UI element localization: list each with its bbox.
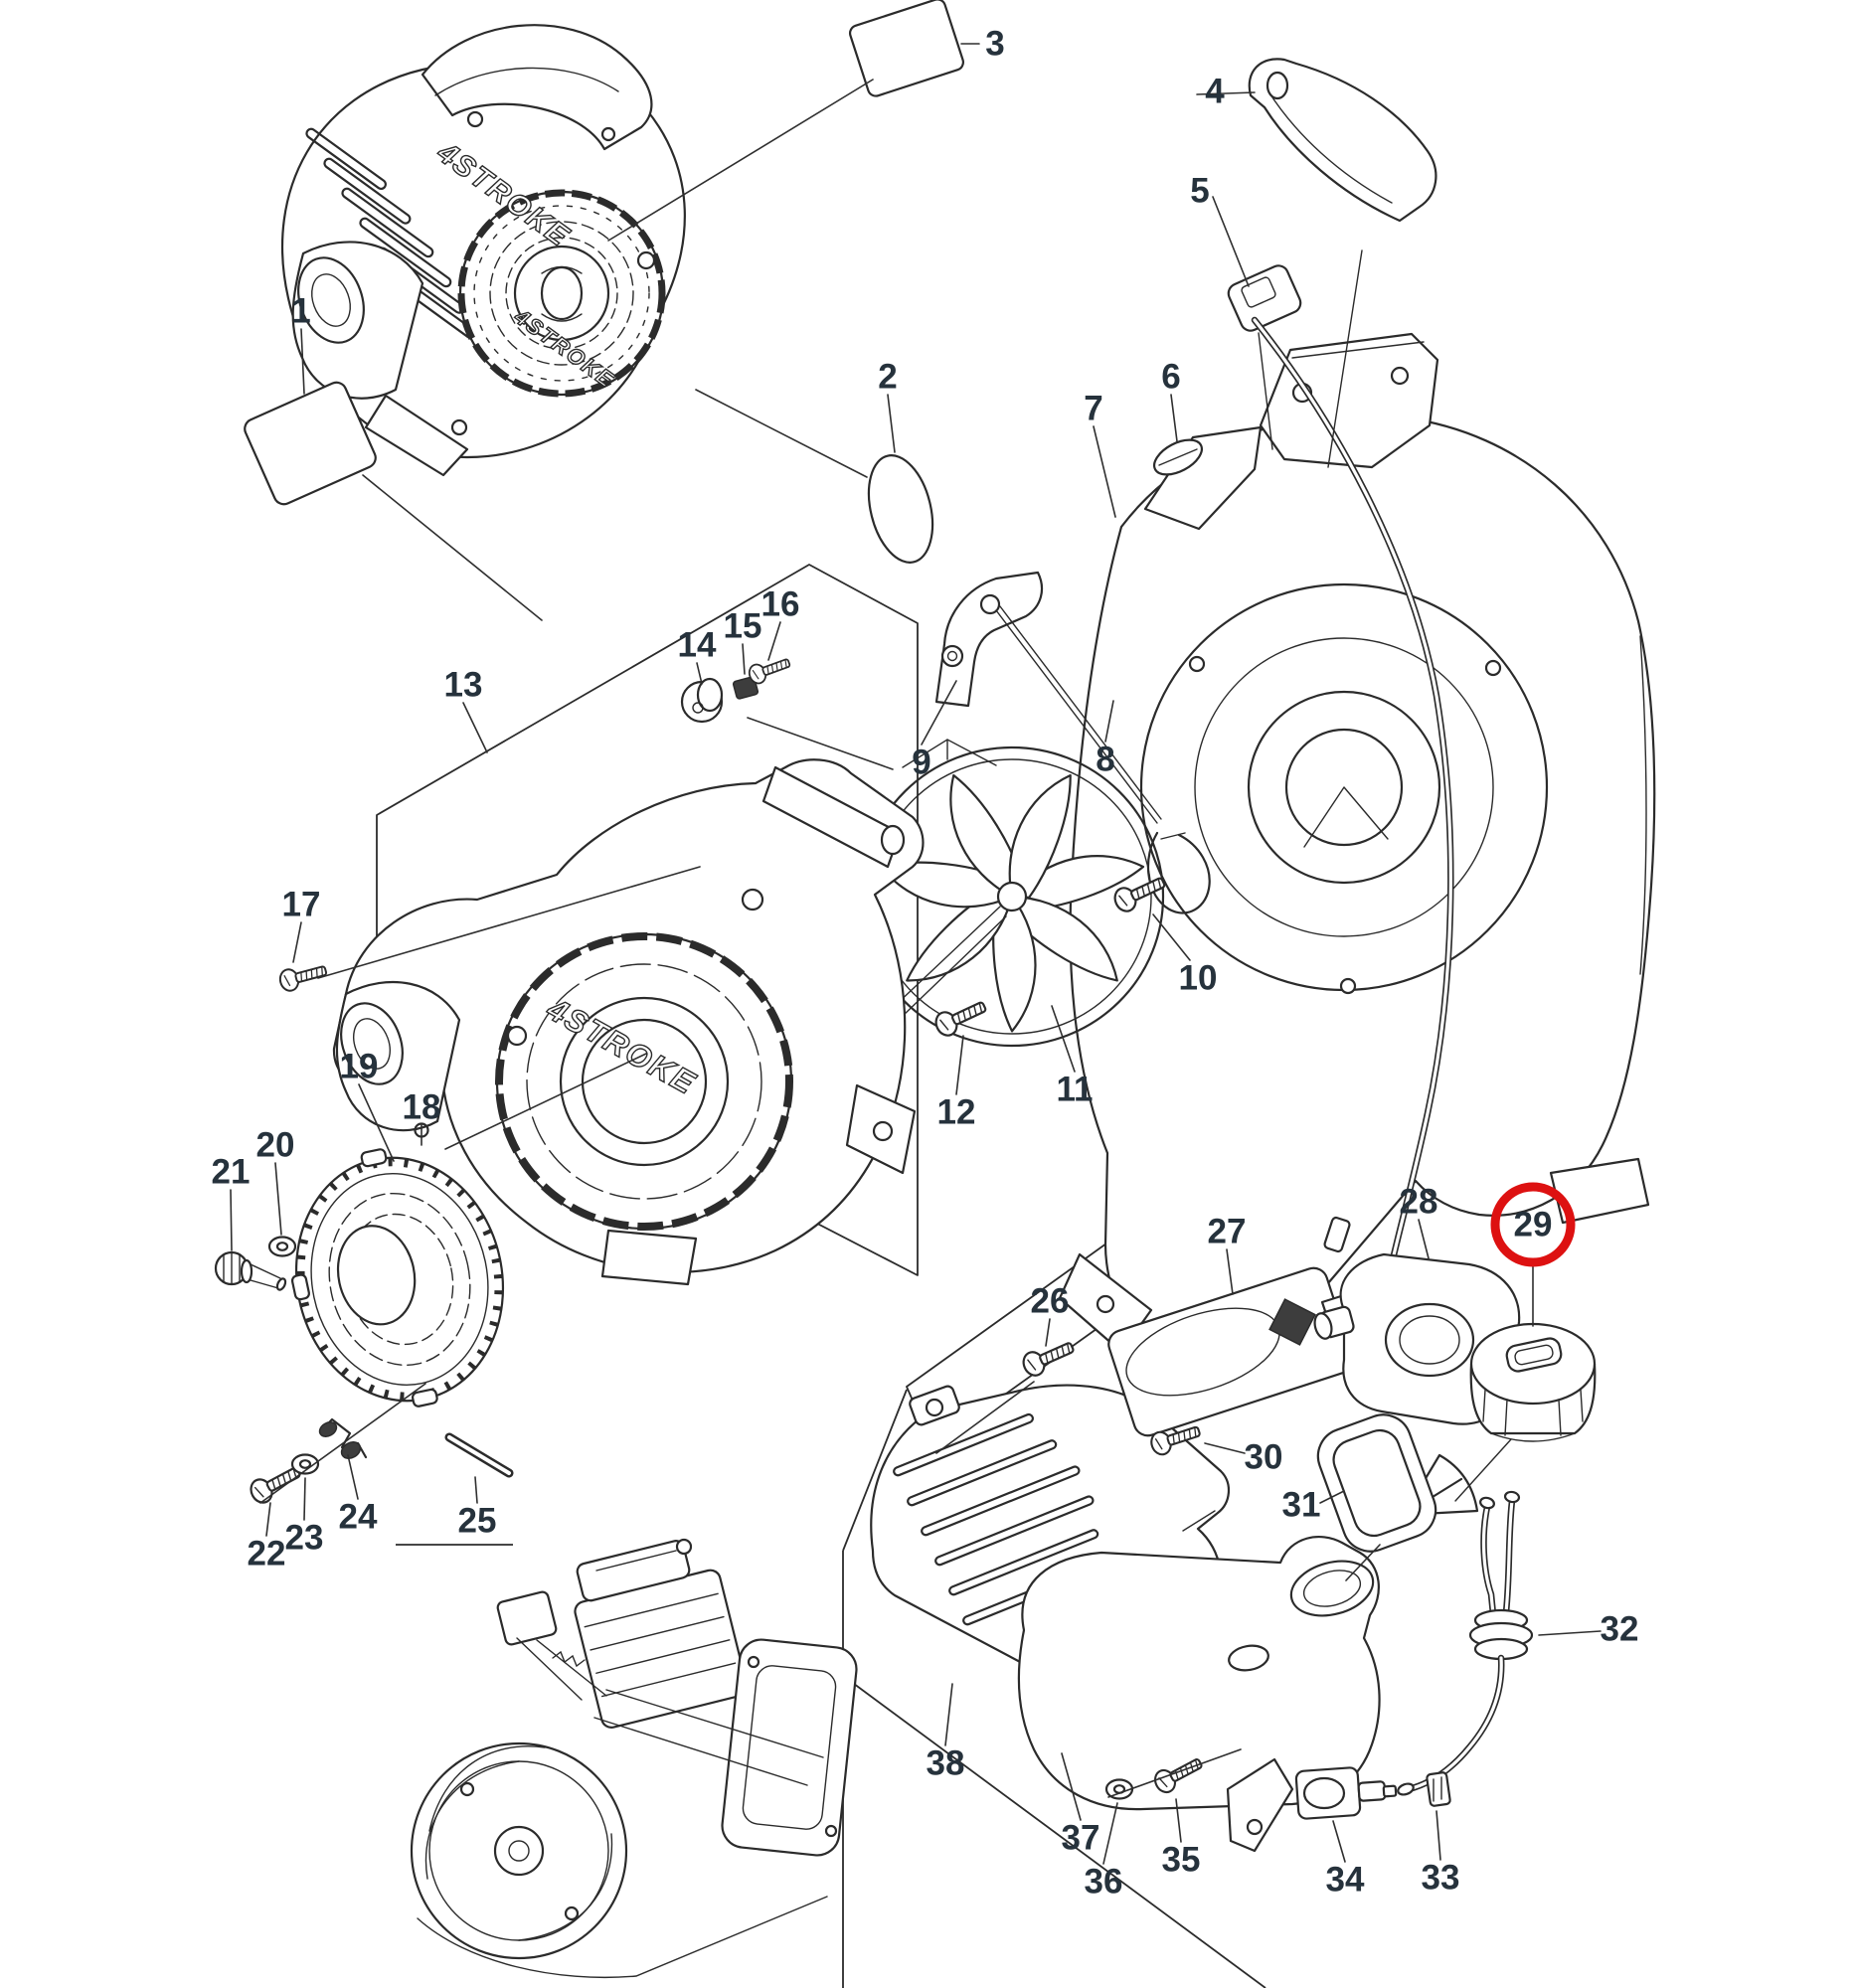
part-label-17: 17 — [282, 886, 321, 924]
part-label-25: 25 — [458, 1502, 497, 1541]
part-26-screw — [1018, 1334, 1079, 1381]
part-25-rod-drawing — [444, 1432, 514, 1478]
leader-lines — [230, 43, 1602, 1865]
part-24-clip-drawing — [318, 1417, 368, 1459]
part-6-plug-drawing — [1153, 438, 1203, 476]
part-label-21: 21 — [212, 1153, 251, 1192]
engine-assembly-drawing — [410, 1538, 858, 1979]
label-sticker-1 — [244, 381, 377, 506]
part-label-2: 2 — [878, 358, 897, 397]
part-20-washer — [267, 1236, 297, 1257]
part-label-34: 34 — [1326, 1861, 1365, 1900]
part-37-fuel-tank-drawing — [1017, 1536, 1381, 1853]
part-label-10: 10 — [1179, 959, 1218, 998]
part-label-3: 3 — [985, 25, 1004, 64]
part-21-thumbscrew-drawing — [214, 1250, 287, 1291]
label-sticker-2 — [867, 454, 934, 564]
part-label-16: 16 — [761, 585, 800, 624]
part-19-fan-guard-drawing — [290, 1148, 505, 1408]
part-label-8: 8 — [1096, 741, 1114, 779]
part-label-15: 15 — [724, 607, 762, 646]
part-label-28: 28 — [1400, 1183, 1438, 1222]
assembled-blower-drawing: 4STROKE 4STROKE — [280, 24, 686, 477]
part-4-handle-drawing — [1248, 58, 1437, 223]
part-label-30: 30 — [1245, 1438, 1283, 1477]
part-17-screw — [276, 958, 330, 994]
part-label-31: 31 — [1282, 1486, 1321, 1525]
part-34-primer-pump-drawing — [1294, 1766, 1398, 1820]
part-11-fan-drawing — [859, 746, 1165, 1048]
part-label-19: 19 — [340, 1048, 379, 1086]
knob-mount-mark — [902, 739, 997, 768]
part-label-36: 36 — [1085, 1863, 1123, 1902]
part-label-29: 29 — [1514, 1206, 1553, 1244]
part-13-housing-drawing: 4STROKE — [332, 758, 925, 1286]
part-label-38: 38 — [927, 1744, 965, 1783]
part-label-20: 20 — [256, 1126, 295, 1165]
part-32-fuel-hose-drawing — [1397, 1490, 1534, 1796]
part-33-clip-drawing — [1426, 1771, 1451, 1807]
part-label-14: 14 — [678, 626, 717, 665]
part-label-18: 18 — [403, 1088, 441, 1127]
part-label-7: 7 — [1084, 390, 1102, 428]
part-14-knob-drawing — [680, 677, 724, 724]
part-15-nut — [732, 676, 760, 700]
highlight-circle — [1490, 1182, 1576, 1267]
part-label-11: 11 — [1057, 1071, 1094, 1109]
part-label-9: 9 — [912, 744, 930, 782]
part-label-22: 22 — [248, 1535, 286, 1574]
part-label-5: 5 — [1190, 172, 1209, 211]
part-label-6: 6 — [1161, 358, 1180, 397]
part-label-12: 12 — [937, 1093, 976, 1132]
part-label-27: 27 — [1208, 1213, 1247, 1251]
part-label-1: 1 — [291, 292, 310, 331]
part-label-26: 26 — [1031, 1282, 1070, 1321]
part-9-lever-drawing — [934, 571, 1044, 708]
label-sticker-3 — [848, 0, 965, 97]
part-label-4: 4 — [1205, 73, 1225, 111]
part-label-33: 33 — [1422, 1859, 1460, 1898]
part-label-13: 13 — [444, 666, 483, 705]
part-29-fuel-cap-drawing — [1393, 1322, 1597, 1524]
part-12-screw — [930, 994, 991, 1041]
part-label-35: 35 — [1162, 1841, 1201, 1880]
part-label-23: 23 — [285, 1519, 324, 1558]
part-label-37: 37 — [1062, 1819, 1100, 1858]
part-31-gasket-drawing — [1316, 1413, 1437, 1553]
part-label-24: 24 — [339, 1498, 378, 1537]
part-label-32: 32 — [1601, 1610, 1639, 1649]
